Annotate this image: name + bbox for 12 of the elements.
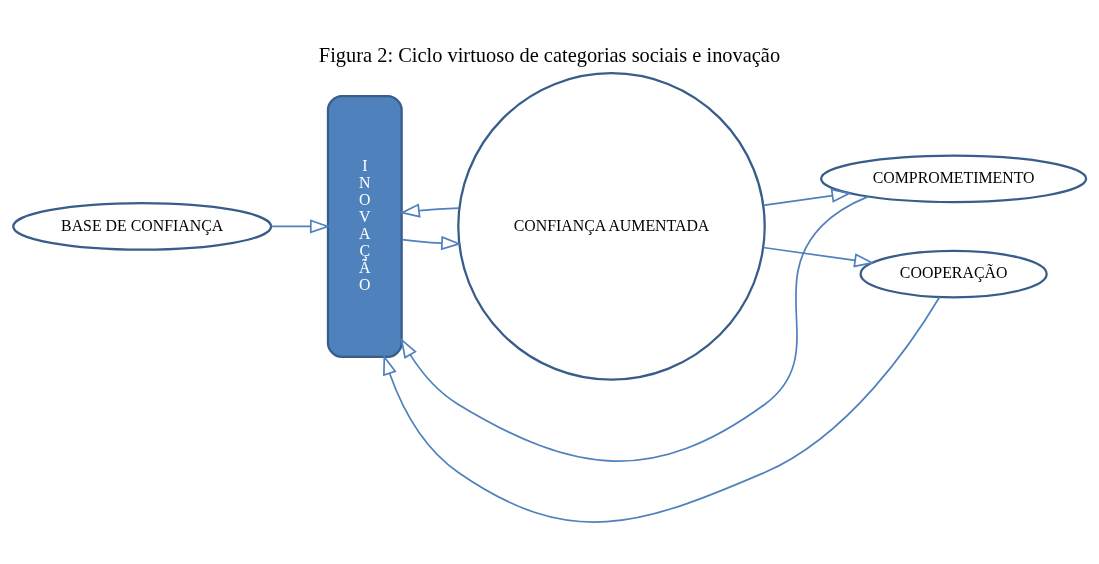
arrow [399, 203, 460, 218]
arrow [401, 235, 462, 251]
node-box: INOVAÇÃO [326, 94, 403, 358]
arrow [270, 219, 331, 234]
arrow [762, 188, 852, 207]
node-circle: CONFIANÇA AUMENTADA [457, 72, 766, 381]
diagram-title: Figura 2: Ciclo virtuoso de categorias sociais e inovação [318, 44, 781, 67]
arrow [762, 246, 875, 268]
arrow [400, 195, 869, 462]
arrow [383, 296, 941, 523]
node-ellipse: BASE DE CONFIANÇA [12, 202, 273, 251]
node-ellipse: COOPERAÇÃO [859, 249, 1048, 299]
